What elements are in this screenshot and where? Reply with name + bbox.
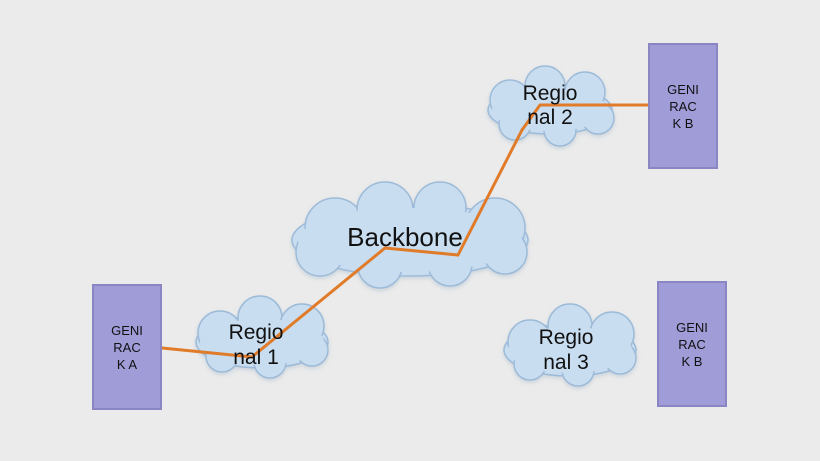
geni-rack-a-line3: K A	[116, 356, 138, 372]
geni-rack-b-bottom-line1: GENI	[676, 319, 708, 335]
regional-2-label-line2: nal 2	[527, 106, 573, 129]
regional-2-cloud	[487, 65, 615, 147]
regional-3-label-line1: Regio	[538, 326, 594, 349]
backbone-label-text: Backbone	[347, 222, 463, 252]
network-links	[160, 103, 652, 359]
link-backbone-internal	[383, 246, 460, 257]
link-backbone-to-regional-2	[456, 128, 524, 257]
geni-rack-a-label: GENI RAC K A	[111, 322, 143, 373]
regional-3-cloud	[503, 303, 637, 387]
regional-2-label-line1: Regio	[522, 82, 578, 105]
link-regional-1-to-backbone	[250, 246, 387, 359]
geni-rack-a: GENI RAC K A	[92, 284, 162, 410]
geni-rack-a-line2: RAC	[113, 339, 141, 355]
geni-rack-b-bottom-label: GENI RAC K B	[676, 319, 708, 370]
regional-2-label: Regio nal 2	[500, 82, 600, 130]
regional-1-label-line1: Regio	[228, 321, 284, 344]
geni-rack-b-bottom-line2: RAC	[678, 336, 706, 352]
regional-1-cloud	[195, 295, 329, 379]
geni-rack-b-top: GENI RAC K B	[648, 43, 718, 169]
link-rack-a-to-regional-1	[160, 346, 254, 359]
regional-3-label-line2: nal 3	[543, 351, 589, 374]
regional-3-label: Regio nal 3	[516, 325, 616, 375]
geni-rack-b-top-line1: GENI	[667, 81, 699, 97]
backbone-label: Backbone	[330, 222, 480, 252]
regional-1-label-line2: nal 1	[233, 346, 279, 369]
link-regional-2-to-rack-b	[520, 103, 652, 132]
geni-rack-b-bottom-line3: K B	[681, 353, 703, 369]
geni-rack-b-top-line3: K B	[672, 115, 694, 131]
regional-1-label: Regio nal 1	[206, 320, 306, 370]
geni-rack-b-top-label: GENI RAC K B	[667, 81, 699, 132]
geni-rack-a-line1: GENI	[111, 322, 143, 338]
geni-rack-b-bottom: GENI RAC K B	[657, 281, 727, 407]
geni-rack-b-top-line2: RAC	[669, 98, 697, 114]
